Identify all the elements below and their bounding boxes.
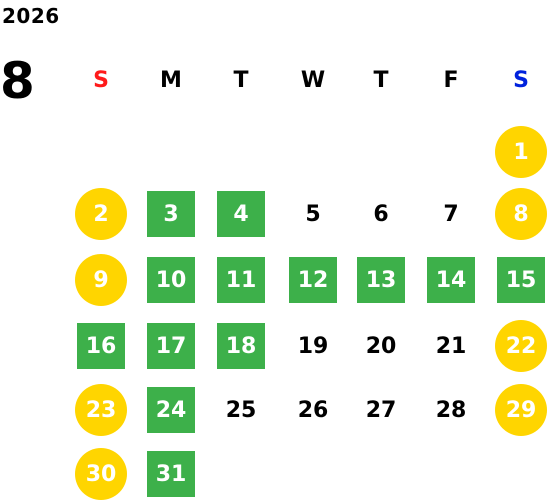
day-cell-27[interactable]: 27 <box>365 397 397 423</box>
year-label: 2026 <box>2 4 60 28</box>
day-cell-10[interactable]: 10 <box>147 257 195 303</box>
day-cell-16[interactable]: 16 <box>77 323 125 369</box>
day-cell-30[interactable]: 30 <box>75 448 127 500</box>
day-cell-9[interactable]: 9 <box>75 254 127 306</box>
day-cell-4[interactable]: 4 <box>217 191 265 237</box>
weekday-header: S <box>513 67 529 93</box>
day-cell-12[interactable]: 12 <box>289 257 337 303</box>
day-cell-18[interactable]: 18 <box>217 323 265 369</box>
day-cell-20[interactable]: 20 <box>365 333 397 359</box>
day-cell-25[interactable]: 25 <box>225 397 257 423</box>
day-cell-5[interactable]: 5 <box>305 201 321 227</box>
weekday-header: W <box>300 67 326 93</box>
day-cell-29[interactable]: 29 <box>495 384 547 436</box>
day-cell-8[interactable]: 8 <box>495 188 547 240</box>
day-cell-6[interactable]: 6 <box>373 201 389 227</box>
day-cell-28[interactable]: 28 <box>435 397 467 423</box>
weekday-header: T <box>373 67 389 93</box>
month-number: 8 <box>0 52 35 110</box>
day-cell-26[interactable]: 26 <box>297 397 329 423</box>
day-cell-15[interactable]: 15 <box>497 257 545 303</box>
weekday-header: M <box>160 67 182 93</box>
weekday-header: T <box>233 67 249 93</box>
day-cell-1[interactable]: 1 <box>495 126 547 178</box>
day-cell-13[interactable]: 13 <box>357 257 405 303</box>
day-cell-3[interactable]: 3 <box>147 191 195 237</box>
day-cell-23[interactable]: 23 <box>75 384 127 436</box>
weekday-header: F <box>443 67 459 93</box>
day-cell-19[interactable]: 19 <box>297 333 329 359</box>
day-cell-22[interactable]: 22 <box>495 320 547 372</box>
day-cell-11[interactable]: 11 <box>217 257 265 303</box>
day-cell-17[interactable]: 17 <box>147 323 195 369</box>
day-cell-31[interactable]: 31 <box>147 451 195 497</box>
day-cell-7[interactable]: 7 <box>443 201 459 227</box>
day-cell-14[interactable]: 14 <box>427 257 475 303</box>
weekday-header: S <box>93 67 109 93</box>
day-cell-2[interactable]: 2 <box>75 188 127 240</box>
day-cell-24[interactable]: 24 <box>147 387 195 433</box>
day-cell-21[interactable]: 21 <box>435 333 467 359</box>
